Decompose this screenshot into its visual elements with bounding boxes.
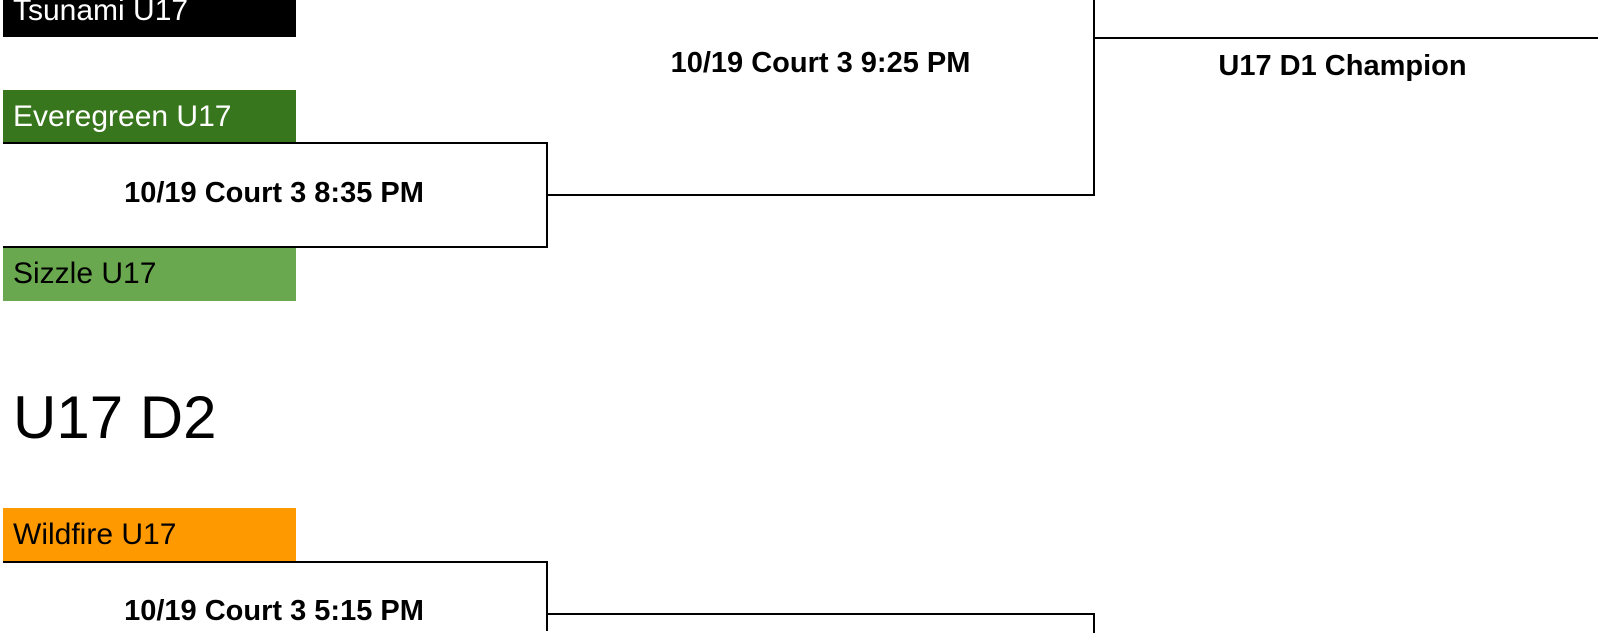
team-name: Wildfire U17 [13,518,177,551]
match-label: 10/19 Court 3 5:15 PM [124,595,424,627]
bracket-line [546,613,1095,615]
division-title: U17 D2 [13,384,217,451]
bracket-line [1093,37,1598,39]
match-label: 10/19 Court 3 9:25 PM [670,47,971,79]
bracket-line [1093,613,1095,633]
bracket-line [3,142,548,144]
bracket-line [1093,0,1095,196]
team-slot-wildfire: Wildfire U17 [3,508,296,562]
bracket-line [3,561,548,563]
match-label: 10/19 Court 3 8:35 PM [124,177,424,209]
champion-label: U17 D1 Champion [1218,50,1467,82]
team-name: Tsunami U17 [13,0,189,27]
team-slot-tsunami: Tsunami U17 [3,0,296,37]
bracket-line [546,561,548,631]
team-slot-sizzle: Sizzle U17 [3,247,296,301]
team-slot-everegreen: Everegreen U17 [3,90,296,143]
bracket-line [3,246,548,248]
bracket-line [546,194,1095,196]
team-name: Everegreen U17 [13,99,232,133]
team-name: Sizzle U17 [13,257,157,290]
